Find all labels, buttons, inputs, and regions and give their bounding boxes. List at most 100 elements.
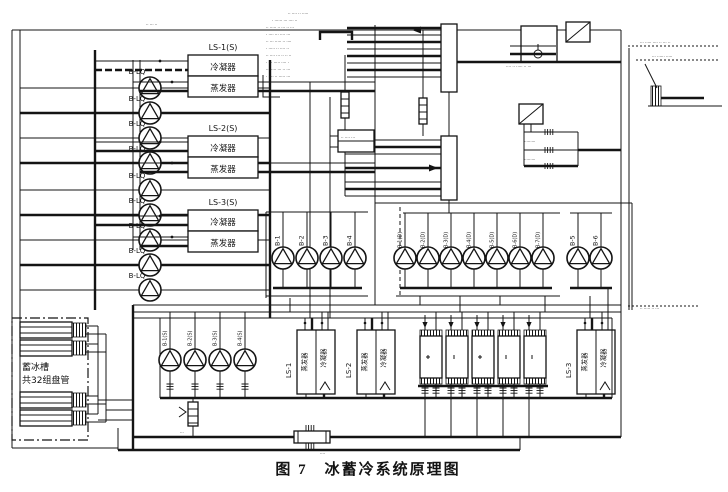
chiller-name: LS-1(S) [209,43,238,52]
pump-label: B-4 [347,235,354,246]
ice-storage-tank: 蓄冰槽 共32组盘管 [11,317,133,441]
pump-b-lq-1: B-LQ [129,68,162,100]
filter-label: ···· [320,451,325,456]
control-box [520,25,558,63]
legend-row: · ····· ·· ···· ·· [266,46,289,51]
expansion-box: ·· ···· ··· [330,129,375,153]
pump-label: B-LQ [129,120,146,128]
pump-label: B-6(D) [513,232,519,248]
valve-riser-2 [418,97,428,125]
pump-label: B-4(D) [467,232,473,248]
heat-exchanger-2 [445,312,469,437]
chiller-ls2s: LS-2(S) 冷凝器 蒸发器 [95,124,375,179]
heat-exchanger-5 [523,312,547,437]
legend-row: · ···· ·· ····· ··· [266,74,290,79]
pump-label: B-3 [323,235,330,246]
chiller-name: LS-3 [565,363,573,378]
pump-label: B-3(S) [213,330,219,346]
pump-b-lq-8: B-LQ [129,247,162,277]
condenser-label: 冷凝器 [599,348,608,368]
pump-label: B-5 [570,235,577,246]
legend-row: · ···· ··· ···· ··· [266,32,290,37]
valve-riser-1 [340,91,350,119]
pump-label: B-LQ [129,145,146,153]
legend-row: ·· ····· ·· ··· ·· ··· [266,25,294,30]
collector-top [440,23,458,93]
ice-tank-label-2: 共32组盘管 [22,374,69,386]
bottom-manifolds: ···· ··· [117,318,621,456]
pump-label: B-3(D) [444,232,450,248]
expansion-box-label: ·· ···· ··· [341,135,355,140]
drain-valve [178,401,199,427]
evaporator-label: 蒸发器 [210,238,236,249]
chiller-name: LS-2 [345,363,353,378]
chiller-name: LS-3(S) [209,198,238,207]
chiller-ls1s: LS-1(S) 冷凝器 蒸发器 [95,43,375,98]
pump-b-lq-2: B-LQ [129,95,162,125]
evaporator-label: 蒸发器 [210,83,236,94]
pump-b-lq-9: B-LQ [129,272,162,302]
bottom-chiller-ls3: 蒸发器 冷凝器 LS-3 [565,305,616,398]
pump-group-b: B-1(D) B-2(D) B-3(D) B-4(D) B-5(D) B-6(D… [375,202,633,318]
right-annotation: ··· ····· ···· ·· ··· ·· [640,40,671,45]
heat-exchanger-4 [497,312,521,437]
pump-label: B-LQ [129,95,146,103]
pump-b-lq-6: B-LQ [129,197,162,227]
chiller-ls3s: LS-3(S) 冷凝器 蒸发器 [95,198,259,253]
cooling-water-pump-column: B-LQ B-LQ B-LQ B-LQ B-LQ B-LQ B-LQ B-LQ … [20,68,270,302]
pump-label: B-LQ [129,172,146,180]
condenser-label: 冷凝器 [319,348,328,368]
heat-exchanger-3 [471,312,495,437]
evaporator-label: 蒸发器 [300,352,309,372]
figure-caption: 图 7 冰蓄冷系统原理图 [275,460,460,478]
legend-row: ·· ···· ·· ····· [288,11,308,16]
chiller-name: LS-2(S) [209,124,238,133]
right-annotation: ··· ······ ····· [652,54,672,59]
legend-row: · ······ ··· ···· ·· [272,18,297,23]
top-left-annotation: ·· ··· ·· [146,22,157,27]
pump-label: B-LQ [129,272,146,280]
pump-label: B-2(D) [421,232,427,248]
central-headers: ·· ···· ··· [309,23,458,318]
condenser-label: 冷凝器 [210,143,236,154]
pump-label: B-6 [593,235,600,246]
bottom-chiller-ls1: 蒸发器 冷凝器 LS-1 [285,312,336,398]
ice-tank-label-1: 蓄冰槽 [22,361,49,373]
legend-row: · ··· ····· ···· · [266,60,289,65]
top-right-equipment: ···· ·· ····· ·· ··· ········· ·········… [457,21,722,437]
evaporator-label: 蒸发器 [580,352,589,372]
pump-label: B-2(S) [188,330,194,346]
pump-label: B-7(D) [536,232,542,248]
legend-row: ·· ····· ··· ·· ··· [266,67,290,72]
pump-label: B-LQ [129,197,146,205]
condenser-label: 冷凝器 [210,62,236,73]
pump-label: B-1(D) [398,232,404,248]
pump-label: B-LQ [129,68,146,76]
pump-label: B-5(D) [490,232,496,248]
valve-group-label: ········· [524,157,535,162]
pump-label: B-1 [275,235,282,246]
pump-label: B-1(S) [163,330,169,346]
pump-group-a: B-1 B-2 B-3 B-4 [265,211,368,312]
bottom-chiller-ls2: 蒸发器 冷凝器 LS-2 [345,312,396,398]
legend-block: ·· ···· ·· ····· · ······ ··· ···· ·· ··… [262,11,441,98]
dual-mode-chillers: LS-1(S) 冷凝器 蒸发器 LS-2(S) 冷凝器 蒸发器 LS-3(S) [95,43,375,253]
evaporator-label: 蒸发器 [360,352,369,372]
ice-coil-3 [19,391,87,409]
evaporator-label: 蒸发器 [210,164,236,175]
inline-filter: ···· [293,424,331,456]
condenser-label: 冷凝器 [379,348,388,368]
tr-annotation: ···· ·· ····· ·· ··· [506,64,531,69]
right-annotation: ·· ····· ·· ··· [640,306,659,311]
pump-b-lq-3: B-LQ [129,120,162,150]
collector-bottom [440,135,458,201]
heat-exchanger-1 [419,312,443,437]
pump-label: B-LQ [129,247,146,255]
ice-coil-1 [19,321,87,339]
pump-b-lq-5: B-LQ [129,172,162,202]
legend-row: ·· ··· ····· ·· ···· [266,39,291,44]
ice-coil-2 [19,339,87,357]
plate-heat-exchangers [418,312,548,437]
